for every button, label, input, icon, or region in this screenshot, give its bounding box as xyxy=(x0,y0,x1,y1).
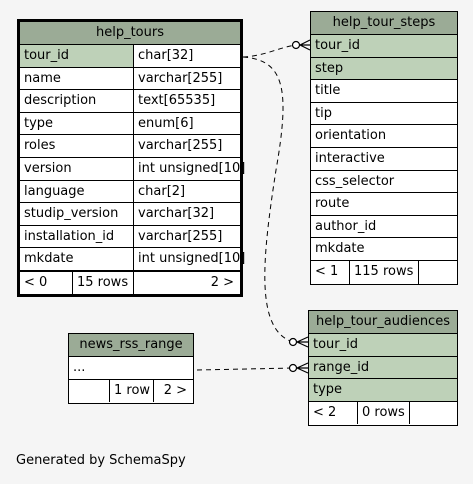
children-count xyxy=(418,260,457,284)
column-name: title xyxy=(315,83,341,99)
column-name: tour_id xyxy=(313,337,358,352)
table-title: help_tours xyxy=(20,22,240,45)
table-row: interactive xyxy=(311,148,457,171)
parents-count: < 1 xyxy=(315,263,339,279)
column-name: description xyxy=(24,93,97,109)
table-title: news_rss_range xyxy=(69,334,193,357)
table-row: route xyxy=(311,193,457,216)
table-row: tip xyxy=(311,103,457,126)
row-count: 15 rows xyxy=(72,271,133,294)
table-row: orientation xyxy=(311,125,457,148)
table-row: title xyxy=(311,80,457,103)
table-row: studip_version varchar[32] xyxy=(20,203,240,226)
crowfoot-icon xyxy=(299,39,311,51)
generated-by-label: Generated by SchemaSpy xyxy=(16,453,186,468)
table-row: mkdate xyxy=(311,238,457,261)
table-title: help_tour_audiences xyxy=(309,311,457,334)
column-name: route xyxy=(315,196,350,212)
table-row: tour_id char[32] xyxy=(20,45,240,68)
table-row: type xyxy=(309,379,457,402)
row-count: 115 rows xyxy=(349,260,418,284)
table-footer: < 0 15 rows 2 > xyxy=(20,270,240,294)
table-row: type enum[6] xyxy=(20,112,240,136)
table-row: language char[2] xyxy=(20,180,240,204)
crowfoot-icon xyxy=(296,336,309,348)
table-title: help_tour_steps xyxy=(311,12,457,35)
column-type: varchar[255] xyxy=(133,67,222,90)
column-name: range_id xyxy=(313,359,370,375)
column-name: studip_version xyxy=(24,206,119,222)
table-help-tour-audiences[interactable]: help_tour_audiences tour_id range_id typ… xyxy=(308,310,458,426)
column-type: varchar[255] xyxy=(133,225,222,248)
relationship-line-tour-steps xyxy=(242,44,297,58)
column-type: enum[6] xyxy=(133,112,194,135)
column-name: ... xyxy=(73,360,86,375)
children-count xyxy=(409,401,457,425)
table-help-tours[interactable]: help_tours tour_id char[32] name varchar… xyxy=(17,19,245,297)
table-row: author_id xyxy=(311,216,457,239)
row-count: 0 rows xyxy=(357,401,409,425)
table-row: tour_id xyxy=(311,35,457,58)
relationship-line-range-id xyxy=(196,367,294,371)
column-name: tour_id xyxy=(315,38,360,53)
column-type: char[2] xyxy=(133,180,185,203)
column-name: step xyxy=(315,60,344,76)
column-name: installation_id xyxy=(24,228,115,244)
table-footer: 1 row 2 > xyxy=(69,379,193,403)
table-row: name varchar[255] xyxy=(20,67,240,91)
table-row: ... xyxy=(69,357,193,380)
table-footer: < 2 0 rows xyxy=(309,401,457,425)
table-footer: < 1 115 rows xyxy=(311,260,457,284)
column-name: mkdate xyxy=(315,241,365,257)
table-row: installation_id varchar[255] xyxy=(20,225,240,249)
crowfoot-icon xyxy=(296,362,309,374)
column-name: language xyxy=(24,183,85,199)
column-name: interactive xyxy=(315,150,385,166)
column-name: type xyxy=(24,115,54,131)
children-count: 2 > xyxy=(133,271,240,294)
relationship-line-tour-audiences xyxy=(242,56,294,343)
table-row: roles varchar[255] xyxy=(20,135,240,158)
cardinality-circle xyxy=(288,337,298,347)
row-count: 1 row xyxy=(109,379,153,403)
children-count: 2 > xyxy=(153,379,193,403)
cardinality-circle xyxy=(291,40,301,50)
table-row: description text[65535] xyxy=(20,90,240,113)
column-name: mkdate xyxy=(24,251,74,267)
column-type: varchar[255] xyxy=(133,135,222,157)
cardinality-circle xyxy=(288,363,298,373)
table-row: step xyxy=(311,57,457,81)
column-type: int unsigned[10] xyxy=(133,248,245,270)
table-row: css_selector xyxy=(311,171,457,194)
table-row: version int unsigned[10] xyxy=(20,157,245,181)
parents-count: < 0 xyxy=(24,274,48,290)
column-name: type xyxy=(313,382,343,398)
column-type: int unsigned[10] xyxy=(133,157,245,180)
column-type: varchar[32] xyxy=(133,203,214,225)
table-row: range_id xyxy=(309,356,457,380)
column-name: tip xyxy=(315,105,332,121)
parents-count: < 2 xyxy=(313,404,337,420)
column-name: tour_id xyxy=(24,48,69,63)
column-name: name xyxy=(24,70,61,86)
table-row: tour_id xyxy=(309,334,457,357)
column-name: version xyxy=(24,160,72,176)
column-type: text[65535] xyxy=(133,90,215,112)
column-type: char[32] xyxy=(133,45,240,67)
column-name: author_id xyxy=(315,218,377,234)
table-help-tour-steps[interactable]: help_tour_steps tour_id step title tip o… xyxy=(310,11,458,285)
column-name: orientation xyxy=(315,128,387,144)
column-name: roles xyxy=(24,138,56,154)
table-news-rss-range[interactable]: news_rss_range ... 1 row 2 > xyxy=(68,333,194,404)
column-name: css_selector xyxy=(315,173,395,189)
table-row: mkdate int unsigned[10] xyxy=(20,248,245,271)
